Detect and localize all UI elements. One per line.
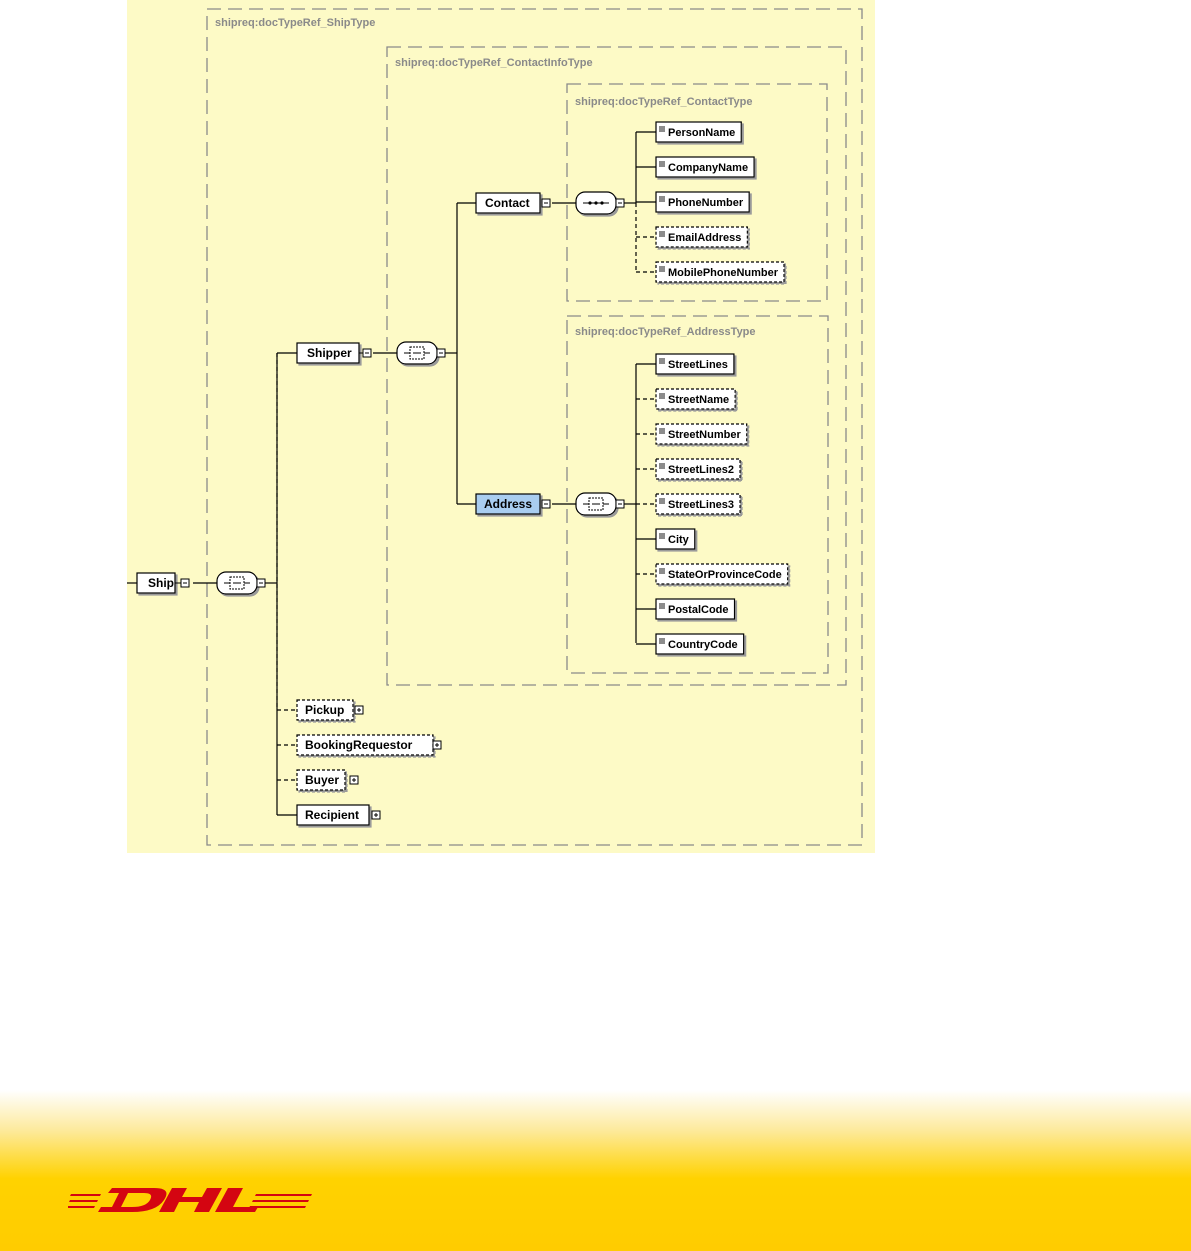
simple-type-icon [659,393,665,399]
field-street-lines[interactable]: StreetLines [636,353,735,375]
simple-type-icon [659,126,665,132]
group-label-address-type: shipreq:docTypeRef_AddressType [575,326,756,338]
dhl-logo [68,1188,312,1212]
element-ship-label: Ship [148,576,174,590]
field-label: CountryCode [668,639,738,651]
element-address[interactable]: Address [475,493,551,515]
element-shipper-label: Shipper [307,346,352,360]
compositor-shipper-sequence[interactable] [396,341,438,365]
compositor-shipper-toggle[interactable] [436,348,446,358]
field-person-name[interactable]: PersonName [636,121,742,143]
element-buyer-label: Buyer [305,773,339,787]
field-label: PostalCode [668,604,729,616]
group-label-ship-type: shipreq:docTypeRef_ShipType [215,17,375,29]
element-address-label: Address [484,497,532,511]
field-label: MobilePhoneNumber [668,267,779,279]
group-frame-contact-type [566,83,828,302]
element-buyer[interactable]: Buyer [296,769,359,791]
field-label: EmailAddress [668,232,741,244]
compositor-ship-toggle[interactable] [256,578,266,588]
element-shipper[interactable]: Shipper [296,342,372,364]
element-pickup-label: Pickup [305,703,344,717]
compositor-contact-toggle[interactable] [615,198,625,208]
simple-type-icon [659,358,665,364]
contact-fields: PersonNameCompanyNamePhoneNumberEmailAdd… [636,121,785,283]
field-label: StreetLines3 [668,499,734,511]
field-country-code[interactable]: CountryCode [636,633,745,655]
simple-type-icon [659,428,665,434]
element-booking-requestor-label: BookingRequestor [305,738,413,752]
compositor-contact-sequence[interactable] [575,191,617,215]
tree-connectors [127,132,637,816]
field-email-address[interactable]: EmailAddress [636,226,748,248]
element-recipient-label: Recipient [305,808,359,822]
field-postal-code[interactable]: PostalCode [636,598,736,620]
element-ship[interactable]: Ship [136,572,190,594]
simple-type-icon [659,533,665,539]
simple-type-icon [659,266,665,272]
schema-diagram: shipreq:docTypeRef_ShipType shipreq:docT… [127,8,863,846]
simple-type-icon [659,603,665,609]
schema-diagram-panel: shipreq:docTypeRef_ShipType shipreq:docT… [127,0,875,853]
compositor-address-toggle[interactable] [615,499,625,509]
field-street-name[interactable]: StreetName [636,388,736,410]
field-phone-number[interactable]: PhoneNumber [636,191,750,213]
simple-type-icon [659,568,665,574]
field-label: PhoneNumber [668,197,744,209]
field-mobile-phone-number[interactable]: MobilePhoneNumber [636,261,785,283]
element-pickup[interactable]: Pickup [296,699,364,721]
field-label: StateOrProvinceCode [668,569,782,581]
simple-type-icon [659,463,665,469]
field-label: StreetNumber [668,429,741,441]
element-booking-requestor[interactable]: BookingRequestor [296,734,442,756]
field-city[interactable]: City [636,528,696,550]
group-frame-address-type [566,315,829,674]
field-label: PersonName [668,127,735,139]
group-label-contact-type: shipreq:docTypeRef_ContactType [575,96,752,108]
group-label-contact-info-type: shipreq:docTypeRef_ContactInfoType [395,57,593,69]
field-street-lines2[interactable]: StreetLines2 [636,458,741,480]
compositor-address-sequence[interactable] [575,492,617,516]
simple-type-icon [659,498,665,504]
field-state-or-province-code[interactable]: StateOrProvinceCode [636,563,789,585]
address-fields: StreetLinesStreetNameStreetNumberStreetL… [636,353,789,655]
simple-type-icon [659,196,665,202]
field-label: City [668,534,690,546]
compositor-ship-sequence[interactable] [216,571,258,595]
simple-type-icon [659,161,665,167]
field-label: StreetLines [668,359,728,371]
simple-type-icon [659,638,665,644]
field-label: StreetName [668,394,729,406]
field-company-name[interactable]: CompanyName [636,156,755,178]
footer-band [0,1090,1191,1251]
group-frame-contact-info-type [386,46,847,686]
field-label: CompanyName [668,162,748,174]
simple-type-icon [659,231,665,237]
field-street-lines3[interactable]: StreetLines3 [636,493,741,515]
element-contact[interactable]: Contact [475,192,551,214]
group-frame-ship-type [206,8,863,846]
element-recipient[interactable]: Recipient [296,804,381,826]
field-label: StreetLines2 [668,464,734,476]
field-street-number[interactable]: StreetNumber [636,423,748,445]
element-contact-label: Contact [485,196,530,210]
